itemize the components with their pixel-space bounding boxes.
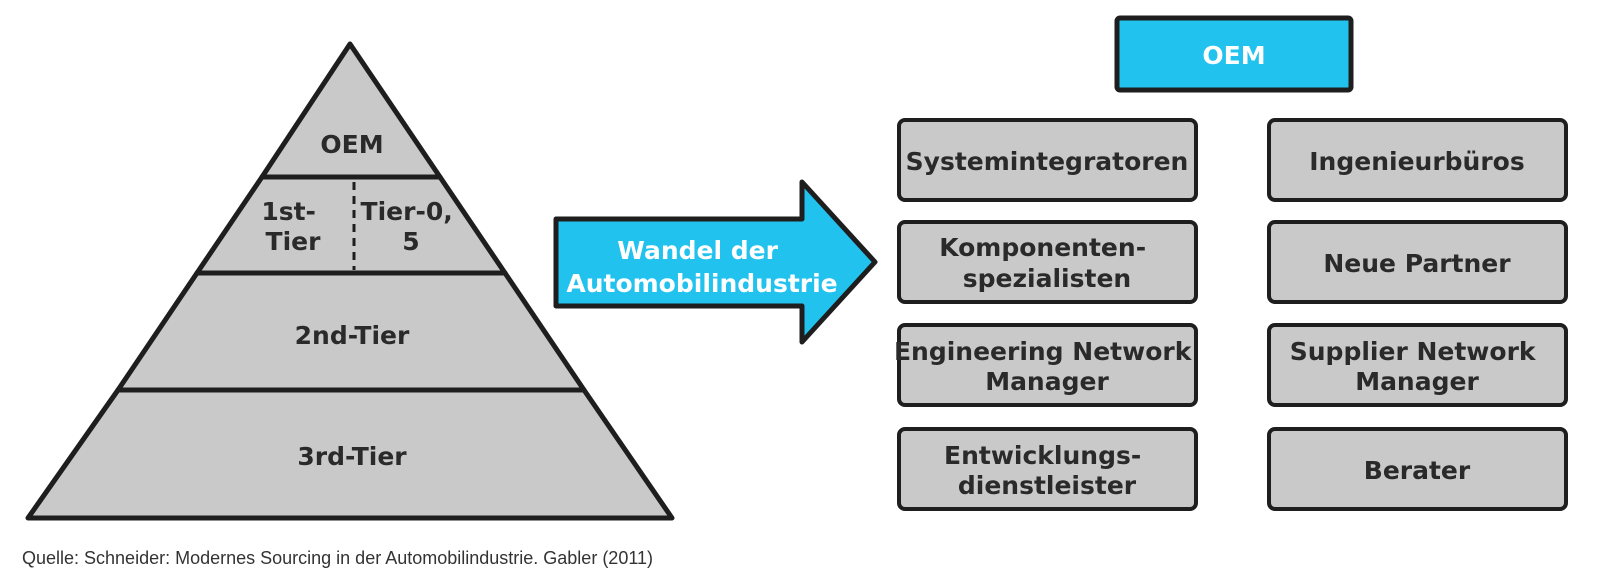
transformation-arrow: Wandel der Automobilindustrie [553,179,878,345]
network-label-neue-partner: Neue Partner [1323,249,1511,278]
network-oem-box [1114,15,1354,93]
network-box-systemintegratoren [897,118,1198,202]
source-caption: Quelle: Schneider: Modernes Sourcing in … [22,548,654,568]
network-label-systemintegratoren: Systemintegratoren [906,147,1189,176]
network-box-supplier-network-manager [1267,323,1568,407]
network-oem-label: OEM [1202,41,1265,70]
network-box-neue-partner [1267,220,1568,304]
network-box-entwicklungsdienstleister [897,427,1198,511]
network-label-berater: Berater [1364,456,1471,485]
pyramid-label-1st-tier: 1st- Tier [261,197,324,256]
pyramid: OEM 1st- Tier Tier-0, 5 2nd-Tier 3rd-Tie… [25,41,675,521]
network-label-supplier-network-manager: Supplier Network Manager [1290,337,1545,396]
network-box-engineering-network-manager [897,323,1198,407]
network-box-berater [1267,427,1568,511]
network-box-ingenieurbueros [1267,118,1568,202]
network-box-komponentenspezialisten [897,220,1198,304]
arrow-shape [553,179,878,345]
network-label-ingenieurbueros: Ingenieurbüros [1309,147,1524,176]
pyramid-tier-3rd [25,387,675,521]
network-label-komponentenspezialisten: Komponenten- spezialisten [939,233,1155,293]
network-diagram: OEM Systemintegratoren Komponenten- spez… [894,15,1568,511]
pyramid-label-2nd-tier: 2nd-Tier [295,321,410,350]
network-label-entwicklungsdienstleister: Entwicklungs- dienstleister [944,441,1150,500]
arrow-label: Wandel der Automobilindustrie [566,236,837,298]
pyramid-label-oem: OEM [320,130,383,159]
pyramid-label-3rd-tier: 3rd-Tier [297,442,407,471]
pyramid-label-tier-0-5: Tier-0, 5 [361,197,462,256]
network-label-engineering-network-manager: Engineering Network Manager [894,337,1200,396]
